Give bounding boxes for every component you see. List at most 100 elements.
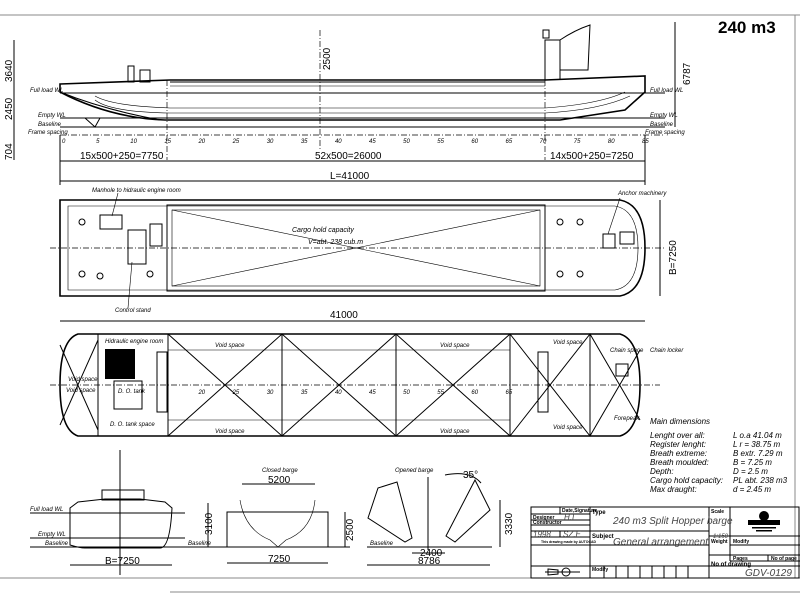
closed-depth-dim: 2500	[345, 518, 356, 541]
tb-no-of-drawing: No of drawing	[711, 562, 751, 568]
main-dimension-value: B = 7.25 m	[733, 458, 772, 467]
cargo-hold-label: Cargo hold capacity	[292, 227, 354, 234]
void-space-label-5: Void space	[215, 429, 245, 435]
main-dimension-label: Cargo hold capacity:	[650, 476, 723, 485]
capacity-title: 240 m3	[718, 18, 776, 37]
main-dimension-label: Max draught:	[650, 485, 697, 494]
frame-number: 45	[369, 139, 376, 145]
frame-number: 85	[642, 139, 649, 145]
engine-room-label: Hidraulic engine room	[105, 339, 163, 345]
frame-spacing-label: Frame spacing	[28, 130, 68, 136]
main-dimension-value: d = 2.45 m	[733, 485, 771, 494]
dim-length: L=41000	[330, 171, 370, 182]
main-dimension-value: L o.a 41.04 m	[733, 431, 782, 440]
tb-weight: Weight	[711, 539, 728, 545]
volume-label: V=abt. 238 cub.m	[308, 239, 363, 246]
closed-height-dim: 3100	[204, 512, 215, 535]
opened-height-dim: 3330	[504, 512, 515, 535]
do-tank-label: D. O. tank	[118, 389, 146, 395]
tb-constructor: Constructor	[533, 520, 562, 526]
tb-pages: Pages	[733, 556, 748, 562]
dim-aft: 15x500+250=7750	[80, 151, 164, 162]
tb-drawing-no: GDV-0129	[745, 568, 792, 579]
frame-number: 30	[267, 139, 274, 145]
void-space-label-3: Void space	[68, 377, 98, 383]
company-logo	[748, 511, 780, 532]
baseline-label-right: Baseline	[650, 122, 674, 128]
tb-modify-row: Modify	[592, 567, 608, 573]
anchor-machinery-label: Anchor machinery	[617, 191, 667, 197]
deck-plan	[50, 192, 665, 322]
hold-frame-number: 40	[335, 390, 342, 396]
tb-year: 1998	[533, 530, 551, 539]
full-load-wl-label-right: Full load WL	[650, 88, 683, 94]
breadth-dim: B=7250	[668, 240, 679, 275]
frame-number: 5	[96, 139, 100, 145]
dim-3640: 3640	[4, 59, 15, 82]
void-space-label-2: Void space	[440, 343, 470, 349]
dim-2450: 2450	[4, 97, 15, 120]
main-dimension-label: Breath extreme:	[650, 449, 707, 458]
main-dimension-label: Register lenght:	[650, 440, 706, 449]
frame-number: 65	[506, 139, 513, 145]
main-dimension-value: PL abt. 238 m3	[733, 476, 788, 485]
empty-wl-label: Empty WL	[38, 113, 66, 119]
section-full-load-wl: Full load WL	[30, 507, 63, 513]
do-tank-space-label: D. O. tank space	[110, 422, 155, 428]
dim-fore: 14x500+250=7250	[550, 151, 634, 162]
tb-modify: Modify	[733, 539, 749, 545]
tb-designer-val: H.I	[564, 513, 575, 522]
hold-frame-number: 60	[471, 390, 478, 396]
main-dimensions-heading: Main dimensions	[650, 417, 710, 426]
dim-704: 704	[4, 143, 15, 160]
hold-frame-number: 65	[506, 390, 513, 396]
midship-section	[30, 450, 185, 575]
tb-checker: SZ.E	[563, 530, 581, 539]
main-dimension-label: Depth:	[650, 467, 674, 476]
tb-autocad: This drawing made by AUTOCAD	[541, 540, 597, 544]
main-dimension-value: L r = 38.75 m	[733, 440, 781, 449]
frame-number: 40	[335, 139, 342, 145]
main-dimension-label: Breath moulded:	[650, 458, 709, 467]
closed-width-dim: 7250	[268, 554, 291, 565]
control-stand-label: Control stand	[115, 308, 151, 314]
frame-number: 35	[301, 139, 308, 145]
frame-number: 60	[471, 139, 478, 145]
frame-number: 50	[403, 139, 410, 145]
frame-number: 80	[608, 139, 615, 145]
frame-number: 10	[130, 139, 137, 145]
tb-scale-val: 1:150	[713, 534, 729, 540]
closed-top-dim: 5200	[268, 475, 291, 486]
frame-number: 75	[574, 139, 581, 145]
baseline-label: Baseline	[38, 122, 62, 128]
opened-width-dim: 8786	[418, 556, 441, 567]
frame-number: 20	[197, 139, 205, 145]
main-dimension-value: B extr. 7.29 m	[733, 449, 783, 458]
hold-frame-number: 30	[267, 390, 274, 396]
section-breadth-dim: B=7250	[105, 556, 140, 567]
hold-frame-number: 35	[301, 390, 308, 396]
void-space-label-6: Void space	[440, 429, 470, 435]
dim-2500: 2500	[322, 47, 333, 70]
void-space-label-8: Void space	[553, 425, 583, 431]
dim-6787: 6787	[682, 62, 693, 85]
void-space-label: Void space	[215, 343, 245, 349]
hold-frame-number: 55	[437, 390, 444, 396]
tb-scale-label: Scale	[711, 509, 724, 515]
opened-barge-section	[367, 473, 501, 566]
frame-number: 55	[437, 139, 444, 145]
closed-barge-label: Closed barge	[262, 468, 298, 474]
void-space-label-4: Void space	[66, 388, 96, 394]
hold-frame-number: 25	[232, 390, 240, 396]
main-dimension-value: D = 2.5 m	[733, 467, 768, 476]
hold-frame-number: 45	[369, 390, 376, 396]
section-empty-wl: Empty WL	[38, 532, 66, 538]
chain-space-label: Chain space	[610, 348, 644, 354]
forepeak-label: Forepeak	[614, 416, 640, 422]
full-load-wl-label: Full load WL	[30, 88, 63, 94]
opened-angle-dim: 35°	[463, 470, 478, 481]
opened-barge-label: Opened barge	[395, 468, 434, 474]
dim-mid: 52x500=26000	[315, 151, 382, 162]
